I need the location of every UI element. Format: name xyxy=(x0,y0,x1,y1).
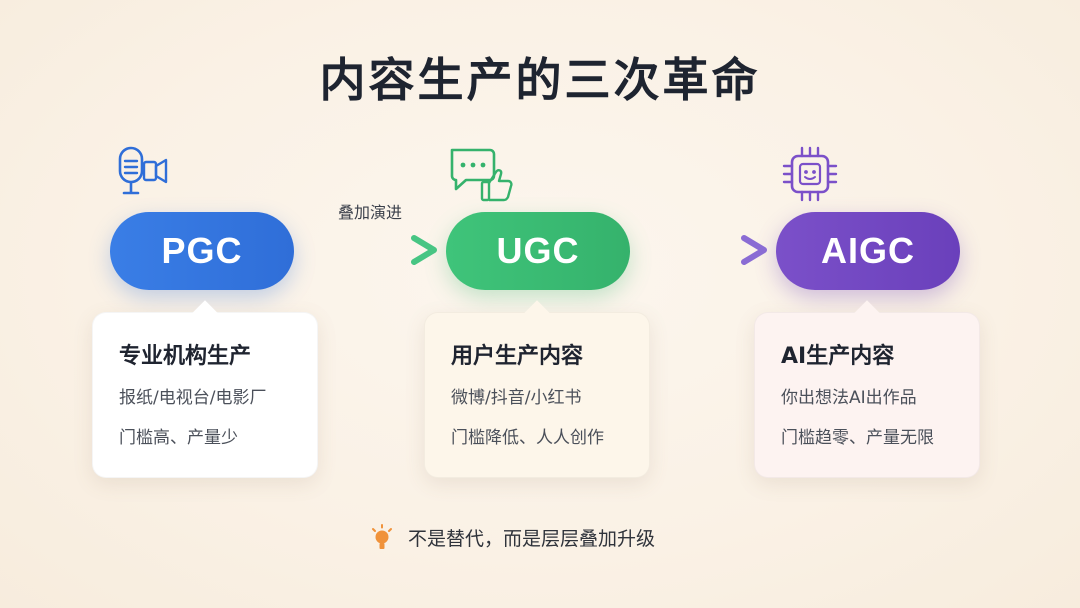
card-summary: 门槛高、产量少 xyxy=(119,428,238,448)
stage-pill-pgc: PGC xyxy=(110,212,294,290)
card-heading: 用户生产内容 xyxy=(451,344,584,369)
chat-thumbs-up-icon xyxy=(450,148,513,202)
stage-pill-aigc: AIGC xyxy=(776,212,960,290)
lightbulb-icon xyxy=(372,524,392,549)
stage-card-ugc: 用户生产内容 微博/抖音/小红书 门槛降低、人人创作 xyxy=(424,300,650,478)
ai-chip-icon xyxy=(782,146,838,202)
card-examples: 你出想法AI出作品 xyxy=(781,388,917,408)
microphone-camera-icon xyxy=(118,146,168,195)
stage-pill-ugc: UGC xyxy=(446,212,630,290)
card-examples: 报纸/电视台/电影厂 xyxy=(119,388,267,408)
stage-card-aigc: AI生产内容 你出想法AI出作品 门槛趋零、产量无限 xyxy=(754,300,980,478)
card-summary: 门槛降低、人人创作 xyxy=(451,428,604,448)
card-summary: 门槛趋零、产量无限 xyxy=(781,428,934,448)
stage-card-pgc: 专业机构生产 报纸/电视台/电影厂 门槛高、产量少 xyxy=(92,300,318,478)
footer-text: 不是替代，而是层层叠加升级 xyxy=(408,528,656,550)
arrow-ugc-to-aigc xyxy=(637,235,767,265)
page-title: 内容生产的三次革命 xyxy=(319,53,761,107)
card-examples: 微博/抖音/小红书 xyxy=(451,388,582,408)
footer-note: 不是替代，而是层层叠加升级 xyxy=(370,524,655,554)
arrow-pgc-to-ugc xyxy=(303,235,437,265)
card-heading: AI生产内容 xyxy=(781,344,895,369)
arrow-label: 叠加演进 xyxy=(337,203,402,222)
card-heading: 专业机构生产 xyxy=(119,344,252,369)
